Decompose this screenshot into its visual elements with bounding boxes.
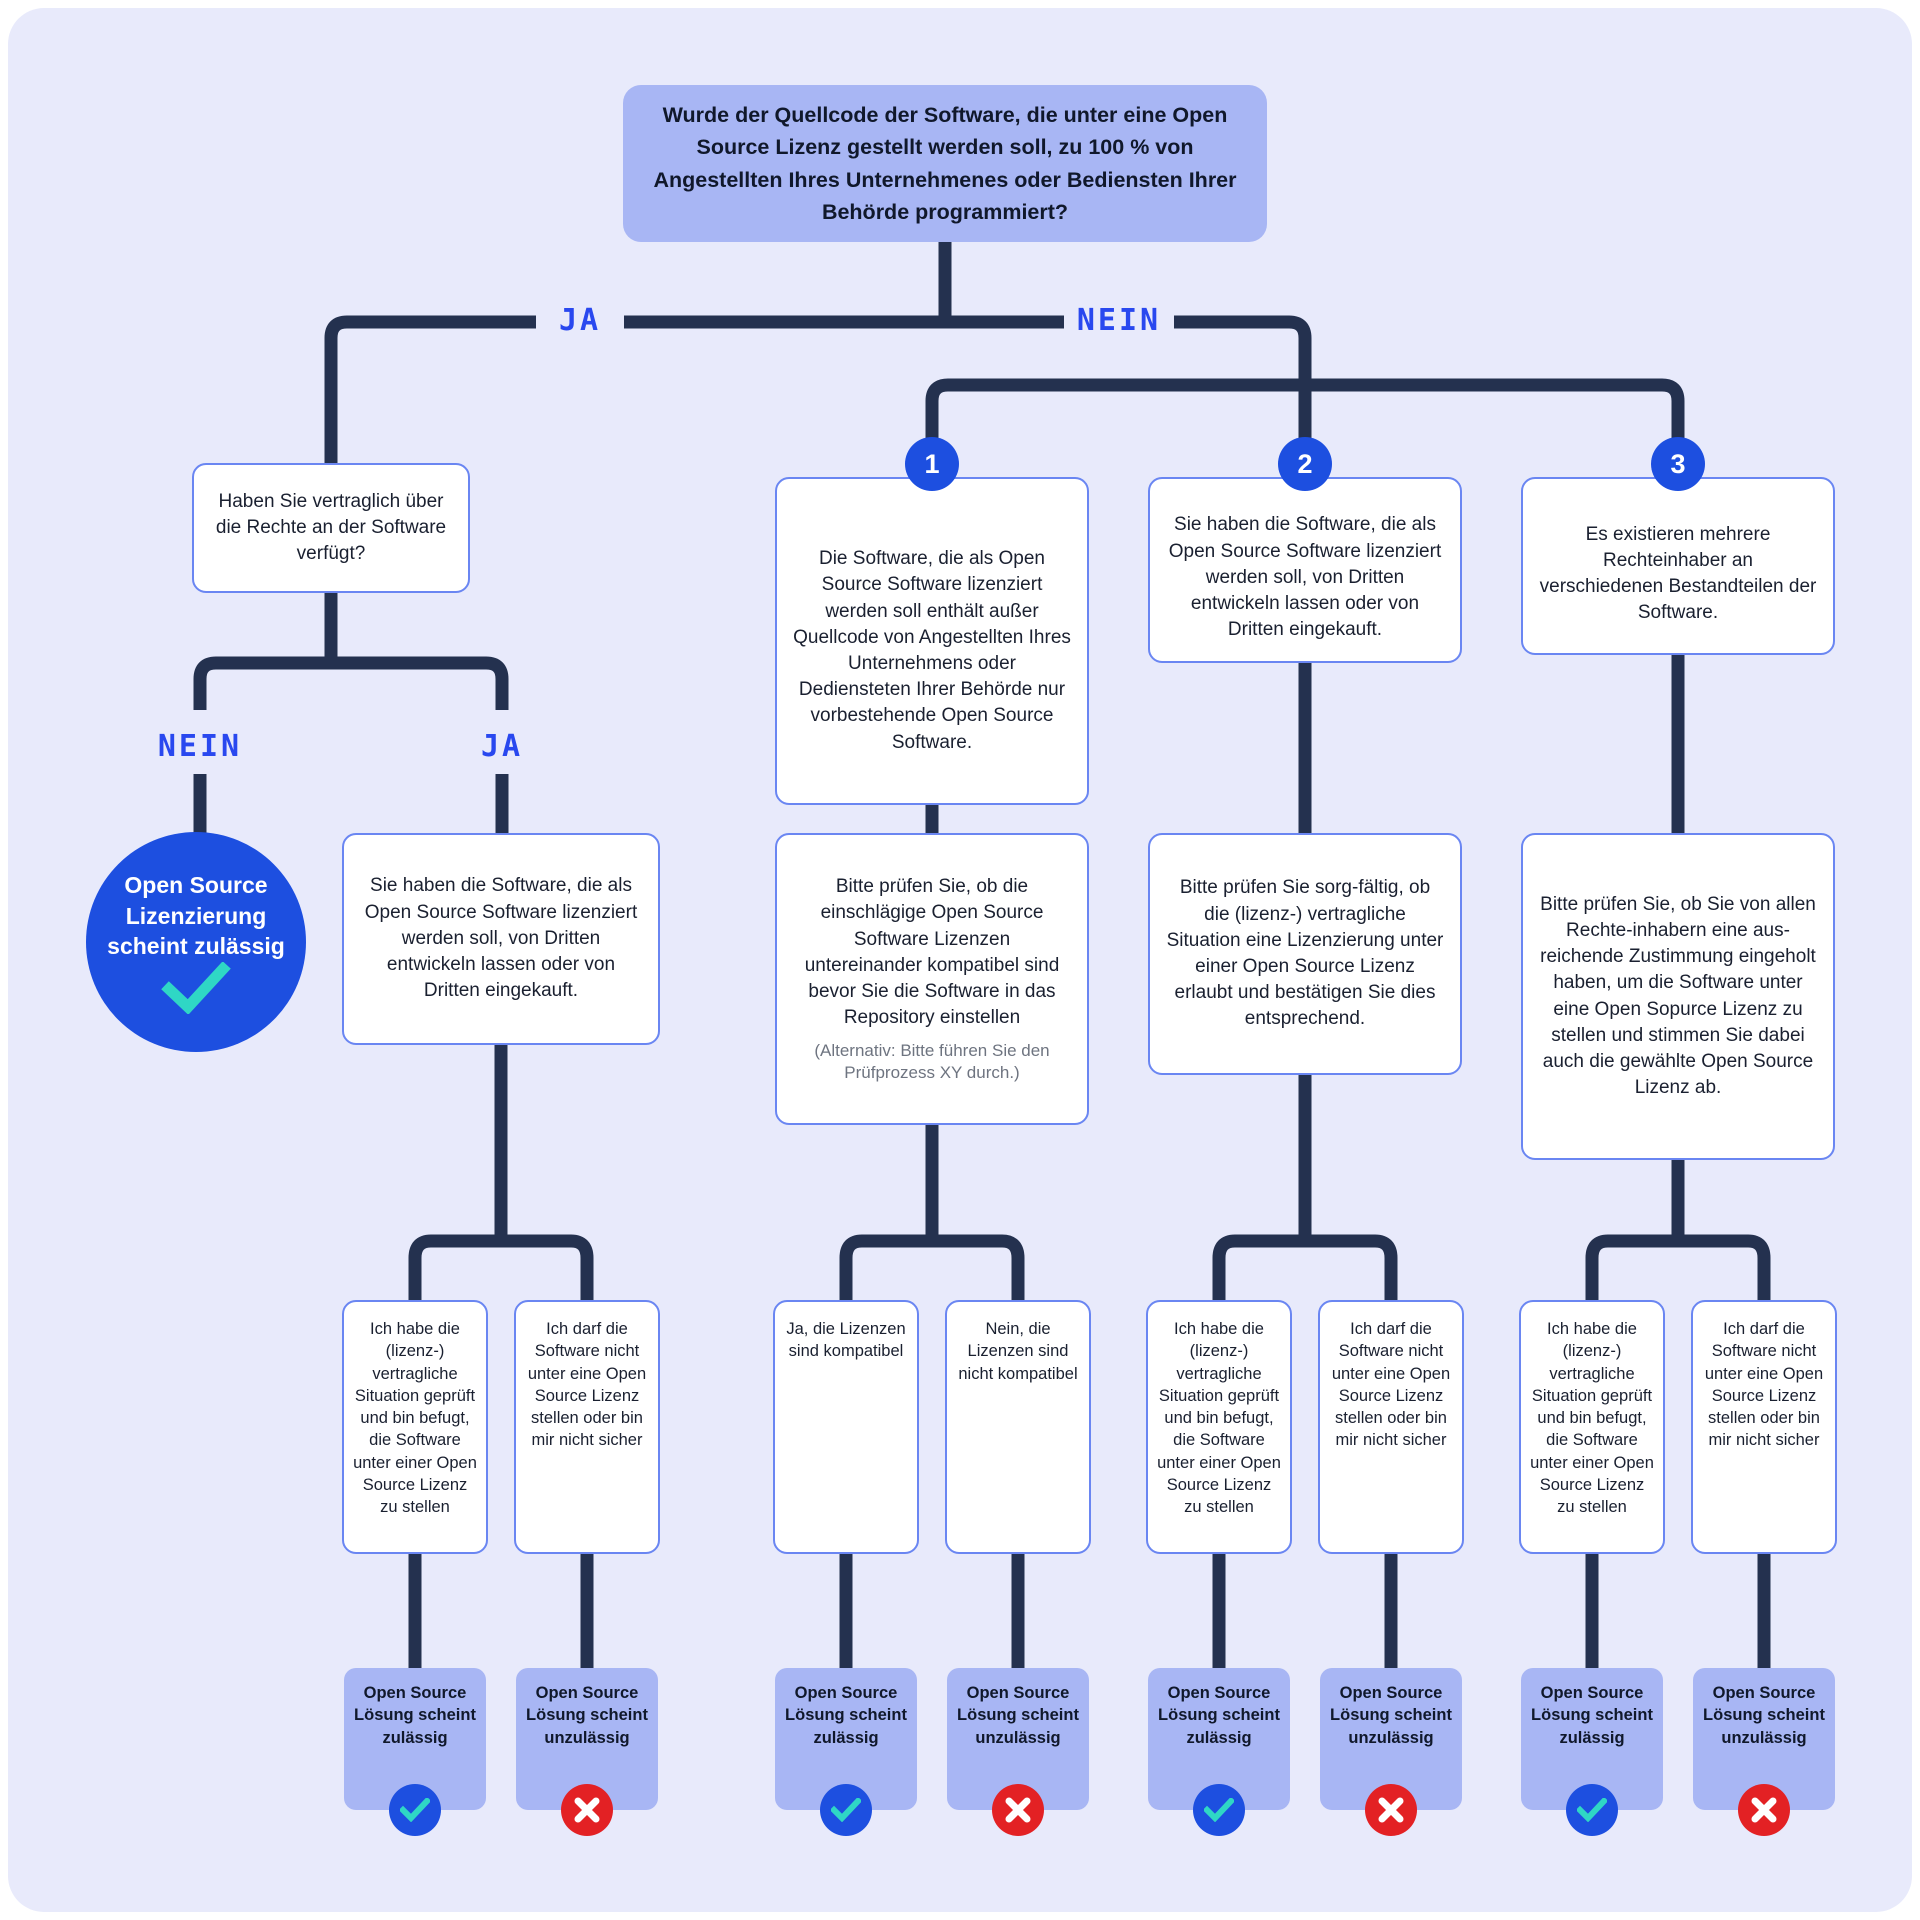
- check-icon: [820, 1784, 872, 1836]
- step-3-action-box: Bitte prüfen Sie, ob Sie von allen Recht…: [1521, 833, 1835, 1160]
- option-box: Ich habe die (lizenz-) vertragliche Situ…: [342, 1300, 488, 1554]
- check-icon: [1566, 1784, 1618, 1836]
- check-icon: [389, 1784, 441, 1836]
- cross-icon: [992, 1784, 1044, 1836]
- contract-rights-question-box: Haben Sie vertraglich über die Rechte an…: [192, 463, 470, 593]
- outcome-badge: Open Source Lösung scheint zulässig: [775, 1668, 917, 1810]
- step-3-badge: 3: [1651, 437, 1705, 491]
- step-1-info-box: Die Software, die als Open Source Softwa…: [775, 477, 1089, 805]
- step-1-action-text: Bitte prüfen Sie, ob die einschlägige Op…: [804, 876, 1060, 1029]
- step-1-action-note: (Alternativ: Bitte führen Sie den Prüfpr…: [814, 1040, 1050, 1082]
- branch-label-nein: NEIN: [1076, 303, 1162, 338]
- root-question-box: Wurde der Quellcode der Software, die un…: [623, 85, 1267, 242]
- option-box: Ich darf die Software nicht unter eine O…: [1691, 1300, 1837, 1554]
- third-party-info-box: Sie haben die Software, die als Open Sou…: [342, 833, 660, 1045]
- licensing-permitted-text: Open Source Lizenzierung scheint zulässi…: [107, 872, 285, 960]
- check-icon: [161, 961, 231, 1014]
- step-2-info-box: Sie haben die Software, die als Open Sou…: [1148, 477, 1462, 663]
- option-box: Ich habe die (lizenz-) vertragliche Situ…: [1519, 1300, 1665, 1554]
- check-icon: [1193, 1784, 1245, 1836]
- step-3-info-box: Es existieren mehrere Rechteinhaber an v…: [1521, 477, 1835, 655]
- cross-icon: [561, 1784, 613, 1836]
- licensing-permitted-circle: Open Source Lizenzierung scheint zulässi…: [86, 832, 306, 1052]
- step-2-badge: 2: [1278, 437, 1332, 491]
- option-box: Ja, die Lizenzen sind kompatibel: [773, 1300, 919, 1554]
- option-box: Ich habe die (lizenz-) vertragliche Situ…: [1146, 1300, 1292, 1554]
- outcome-badge: Open Source Lösung scheint zulässig: [1148, 1668, 1290, 1810]
- step-1-action-box: Bitte prüfen Sie, ob die einschlägige Op…: [775, 833, 1089, 1125]
- branch-label-ja: JA: [558, 303, 602, 338]
- outcome-badge: Open Source Lösung scheint unzulässig: [516, 1668, 658, 1810]
- step-1-badge: 1: [905, 437, 959, 491]
- outcome-badge: Open Source Lösung scheint unzulässig: [947, 1668, 1089, 1810]
- cross-icon: [1365, 1784, 1417, 1836]
- sub-label-nein: NEIN: [157, 729, 243, 764]
- option-box: Ich darf die Software nicht unter eine O…: [1318, 1300, 1464, 1554]
- step-2-action-box: Bitte prüfen Sie sorg-fältig, ob die (li…: [1148, 833, 1462, 1075]
- outcome-badge: Open Source Lösung scheint zulässig: [344, 1668, 486, 1810]
- cross-icon: [1738, 1784, 1790, 1836]
- option-box: Ich darf die Software nicht unter eine O…: [514, 1300, 660, 1554]
- option-box: Nein, die Lizenzen sind nicht kompatibel: [945, 1300, 1091, 1554]
- sub-label-ja: JA: [480, 729, 524, 764]
